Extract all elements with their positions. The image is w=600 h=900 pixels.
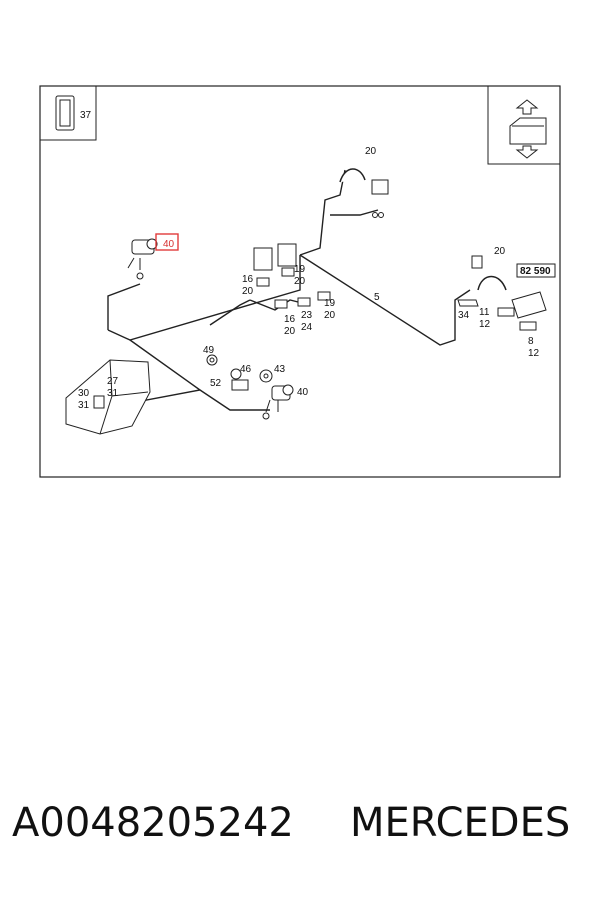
inset-part-37: 37 [40,86,97,141]
relay-cluster-center [253,243,331,309]
callout-20-a: 20 [242,286,254,297]
lower-parts-group [206,354,294,420]
connector-cluster-top [339,168,389,218]
callout-16-a: 16 [242,274,254,285]
callout-19-b: 19 [324,298,336,309]
callout-23: 23 [301,310,313,321]
callout-8: 8 [528,336,534,347]
callout-16-b: 16 [284,314,296,325]
reference-box-label: 82 590 [520,266,551,277]
part-number: A0048205242 [12,800,294,846]
brand-name: MERCEDES [350,800,571,846]
callout-20-c: 20 [284,326,296,337]
callout-31-b: 31 [78,400,90,411]
callout-43: 43 [274,364,286,375]
callout-20-d: 20 [324,310,336,321]
callout-52: 52 [210,378,222,389]
orientation-inset [487,86,560,165]
wiring-harness-diagram: 37 20 [39,85,561,478]
callout-27: 27 [107,376,119,387]
callout-19-a: 19 [294,264,306,275]
callout-49: 49 [203,345,215,356]
callout-20-top: 20 [365,146,377,157]
callout-31-a: 31 [107,388,119,399]
callout-12-b: 12 [528,348,540,359]
arrow-down-icon [515,145,539,159]
highlight-box-40 [155,233,179,251]
callout-20-right: 20 [494,246,506,257]
callout-40: 40 [297,387,309,398]
callout-40-highlight: 40 [163,239,175,250]
callout-30: 30 [78,388,90,399]
callout-5: 5 [374,292,380,303]
connector-block-left [65,359,151,435]
caption: A0048205242 MERCEDES [0,800,600,860]
reference-box [516,263,556,278]
callout-12-a: 12 [479,319,491,330]
callout-34: 34 [458,310,470,321]
callout-20-b: 20 [294,276,306,287]
callout-37: 37 [80,110,92,121]
arrow-up-icon [515,99,539,115]
right-connector-assembly [457,255,547,331]
callout-24: 24 [301,322,313,333]
callout-46: 46 [240,364,252,375]
callout-11: 11 [479,307,490,318]
actuator-part-40-upper [127,238,158,280]
